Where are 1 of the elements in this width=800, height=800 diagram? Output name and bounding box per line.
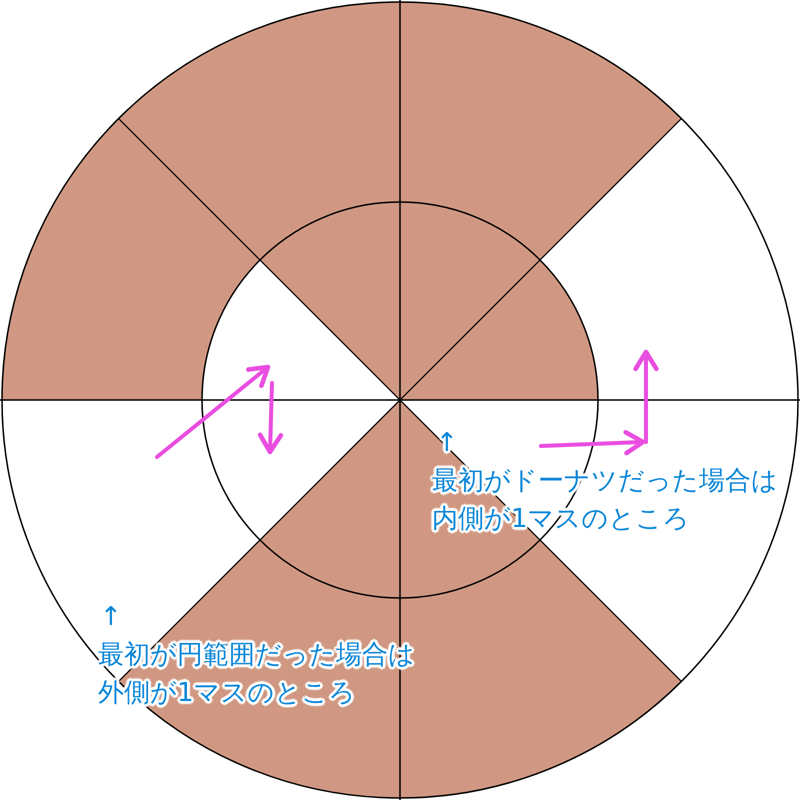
up-arrow-symbol: ↑ [100, 601, 122, 634]
